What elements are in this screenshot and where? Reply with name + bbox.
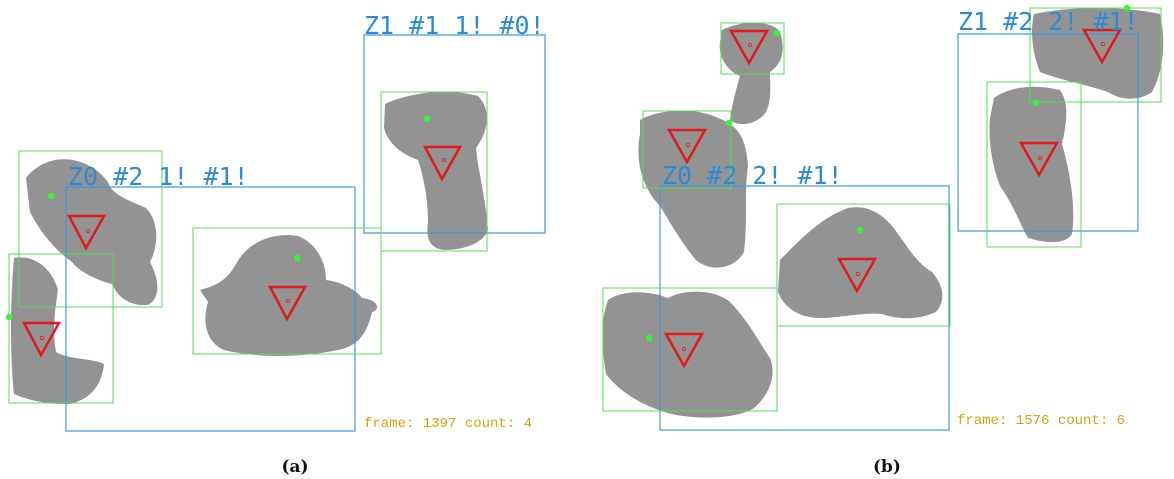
centroid-dot (47, 192, 55, 200)
object-box (642, 110, 732, 189)
triangle-marker (267, 285, 308, 322)
centroid-dot (423, 115, 431, 123)
object-box (18, 150, 163, 308)
zone-box-z1 (363, 34, 546, 234)
blob (11, 257, 104, 405)
object-box (776, 203, 951, 327)
panel-a: Z0 #2 1! #1! Z1 #1 1! #0! frame: 1397 co… (5, 11, 546, 477)
zone-label-z1: Z1 #1 1! #0! (364, 11, 545, 40)
object-box (1029, 7, 1162, 103)
zone-box-z1 (957, 33, 1139, 232)
triangle-marker (836, 257, 878, 294)
zone-label-z0: Z0 #2 2! #1! (662, 161, 843, 190)
triangle-marker (66, 214, 107, 251)
blob (26, 159, 158, 306)
blob (602, 291, 773, 418)
object-box (380, 91, 488, 252)
centroid-dot (1032, 99, 1040, 107)
zone-box-z0 (65, 186, 356, 432)
zone-label-z0: Z0 #2 1! #1! (68, 162, 249, 191)
triangle-marker (21, 321, 62, 358)
centroid-dot (1123, 4, 1131, 12)
centroid-dot (856, 226, 864, 234)
panel-b: Z0 #2 2! #1! Z1 #2 2! #1! frame: 1576 co… (602, 4, 1164, 477)
object-box (602, 287, 778, 412)
object-box (192, 227, 382, 355)
centroid-dot (5, 313, 13, 321)
centroid-dot (773, 29, 781, 37)
triangle-marker (422, 145, 463, 182)
triangle-marker (666, 128, 708, 165)
blob (719, 22, 783, 125)
object-box (8, 253, 114, 404)
frame-info: frame: 1397 count: 4 (364, 416, 532, 432)
blob (384, 91, 488, 251)
centroid-dot (725, 119, 733, 127)
triangle-marker (728, 29, 770, 66)
blob (200, 235, 378, 356)
blob-group-a (11, 91, 488, 405)
blob (989, 86, 1074, 243)
centroid-dot (645, 334, 653, 342)
triangle-marker (663, 332, 705, 369)
centroid-dot (293, 254, 301, 262)
zone-label-z1: Z1 #2 2! #1! (958, 7, 1139, 36)
frame-info: frame: 1576 count: 6 (957, 413, 1125, 429)
zone-box-z0 (659, 185, 950, 431)
blob (778, 207, 943, 319)
blob (638, 110, 748, 268)
panel-caption: (b) (873, 457, 901, 477)
object-box (986, 81, 1082, 248)
triangle-marker (1018, 141, 1060, 178)
panel-caption: (a) (281, 457, 308, 477)
blob-group-b (602, 8, 1164, 418)
triangle-marker (1081, 28, 1123, 65)
object-box (720, 22, 785, 75)
